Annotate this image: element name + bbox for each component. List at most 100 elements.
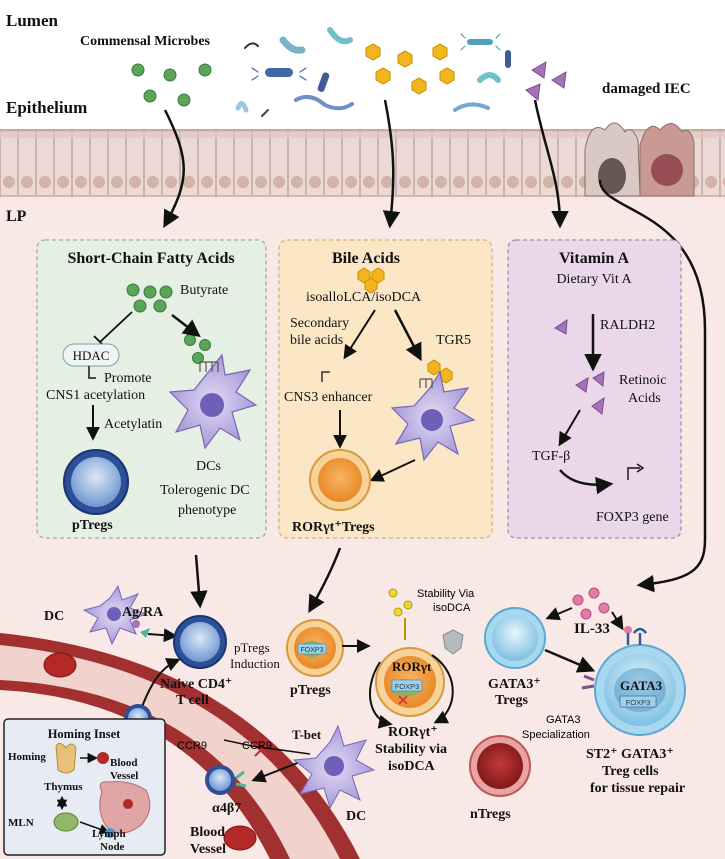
thymus-icon: [55, 742, 77, 774]
lumen-label: Lumen: [6, 11, 59, 30]
retinoic-label-2: Acids: [628, 391, 661, 406]
shield-icon: [442, 629, 464, 655]
dc-cell-icon: [168, 353, 258, 450]
ptregs-label: pTregs: [72, 518, 113, 533]
ptregs-lower-label: pTregs: [290, 683, 331, 698]
scfa-title: Short-Chain Fatty Acids: [67, 250, 234, 267]
gata3-tregs-label-2: Tregs: [495, 693, 528, 708]
rorgt-stab-cell-icon: FOXP3: [375, 647, 445, 717]
rorgt-label: RORγt: [392, 659, 432, 674]
lp-label: LP: [6, 208, 27, 225]
rorgt-foxp3-label: FOXP3: [395, 682, 420, 691]
st2-label-1: ST2⁺ GATA3⁺: [586, 747, 674, 762]
rorgt-stab-label-2: Stability via: [375, 742, 447, 757]
vessel-treg-icon: [205, 765, 247, 795]
st2-label-2: Treg cells: [602, 764, 659, 779]
vita-tri-lumen: [525, 61, 567, 101]
scfa-panel: Short-Chain Fatty Acids Butyrate HDAC Pr…: [36, 239, 267, 539]
damaged-iec-label: damaged IEC: [602, 81, 691, 97]
homing-inset: Homing Inset Homing Thymus Blood Vessel …: [3, 718, 166, 856]
induction-label-1: pTregs: [234, 640, 270, 655]
mln-icon: [53, 812, 79, 832]
lumen-bg: [0, 0, 725, 130]
hdac-label: HDAC: [73, 348, 110, 363]
il33-dots: [572, 587, 610, 620]
st2-treg-cell-icon: FOXP3: [581, 627, 686, 736]
foxp3gene-label: FOXP3 gene: [596, 510, 669, 525]
retinoic-label-1: Retinoic: [619, 373, 666, 388]
secondary-label-1: Secondary: [290, 316, 349, 331]
commensal-label: Commensal Microbes: [80, 34, 211, 49]
bile-title: Bile Acids: [332, 250, 400, 267]
tolerogenic-label-1: Tolerogenic DC: [160, 483, 250, 498]
inset-lymph-2: Node: [100, 841, 125, 853]
inset-thymus: Thymus: [44, 781, 83, 793]
microbes-icon: [235, 27, 511, 117]
induction-label-2: Induction: [230, 656, 280, 671]
ptreg-foxp3-cell-icon: FOXP3: [286, 619, 344, 677]
naive-label-1: Naive CD4⁺: [160, 677, 232, 692]
inset-title: Homing Inset: [48, 727, 121, 741]
il33-label: IL-33: [574, 621, 610, 637]
tgr5-label: TGR5: [436, 333, 471, 348]
dc-top-label: DC: [44, 609, 64, 624]
inset-lymph-1: Lymph: [92, 828, 126, 840]
ptreg-foxp3-label: FOXP3: [301, 647, 324, 654]
blood-vessel: [0, 633, 360, 859]
dc-bottom-icon: [292, 724, 376, 810]
inset-mln: MLN: [8, 817, 34, 829]
gata3-label: GATA3: [620, 678, 663, 693]
dc-top-icon: [82, 584, 148, 646]
gata3-spec-label-2: Specialization: [522, 729, 590, 741]
arrow-iec-il33: [598, 179, 707, 593]
naive-label-2: T cell: [176, 693, 209, 708]
stability-label-1: Stability Via: [417, 588, 475, 600]
ntreg-cell-icon: [469, 735, 531, 797]
bile-hex-lumen: [365, 43, 455, 95]
ntregs-label: nTregs: [470, 807, 511, 822]
damaged-iec-icon: [584, 122, 695, 197]
dietary-label: Dietary Vit A: [556, 272, 632, 287]
ag-ra-label: Ag/RA: [122, 605, 164, 620]
blood-label-2: Vessel: [190, 842, 226, 857]
arrow-scfa-down: [163, 109, 185, 229]
a4b7-label: α4β7: [212, 801, 241, 816]
stability-label-2: isoDCA: [433, 602, 471, 614]
raldh2-label: RALDH2: [600, 318, 655, 333]
rorgt-treg-cell-icon: [309, 449, 371, 511]
arrow-vita-down: [533, 99, 569, 229]
inset-blood-icon: [97, 752, 109, 764]
blood-label-1: Blood: [190, 825, 225, 840]
cns3-label: CNS3 enhancer: [284, 390, 373, 405]
tgfb-label: TGF-β: [532, 449, 570, 464]
bile-panel: Bile Acids isoalloLCA/isoDCA Secondary b…: [278, 239, 493, 539]
isoallo-label: isoalloLCA/isoDCA: [306, 290, 422, 305]
dcs-label: DCs: [196, 459, 221, 474]
dc-bottom-label: DC: [346, 809, 366, 824]
acetylatin-label: Acetylatin: [104, 417, 162, 432]
butyrate-label: Butyrate: [180, 283, 228, 298]
st2-foxp3-label: FOXP3: [626, 698, 651, 707]
gata3-treg-cell-icon: [484, 607, 546, 669]
promote-label: Promote: [104, 371, 151, 386]
secondary-label-2: bile acids: [290, 333, 343, 348]
rorgt-stab-label-1: RORγt⁺: [388, 725, 438, 740]
ccr9-label-a: CCR9: [177, 740, 207, 752]
inset-blood-1: Blood: [110, 757, 138, 769]
bile-dc-icon: [390, 370, 476, 462]
scfa-dots-lumen: [131, 63, 212, 107]
ptreg-cell-icon: [63, 449, 129, 515]
tbet-block-icon: [254, 741, 270, 757]
cns1-label: CNS1 acetylation: [46, 388, 145, 403]
gata3-spec-label-1: GATA3: [546, 714, 580, 726]
inset-homing: Homing: [8, 751, 46, 763]
gata3-tregs-label-1: GATA3⁺: [488, 677, 541, 692]
inset-blood-2: Vessel: [110, 770, 138, 782]
tbet-label: T-bet: [292, 727, 322, 742]
vita-title: Vitamin A: [559, 250, 630, 267]
epithelium-label: Epithelium: [6, 98, 87, 117]
rorgt-stab-label-3: isoDCA: [388, 759, 436, 774]
naive-cd4-cell-icon: [173, 615, 227, 669]
